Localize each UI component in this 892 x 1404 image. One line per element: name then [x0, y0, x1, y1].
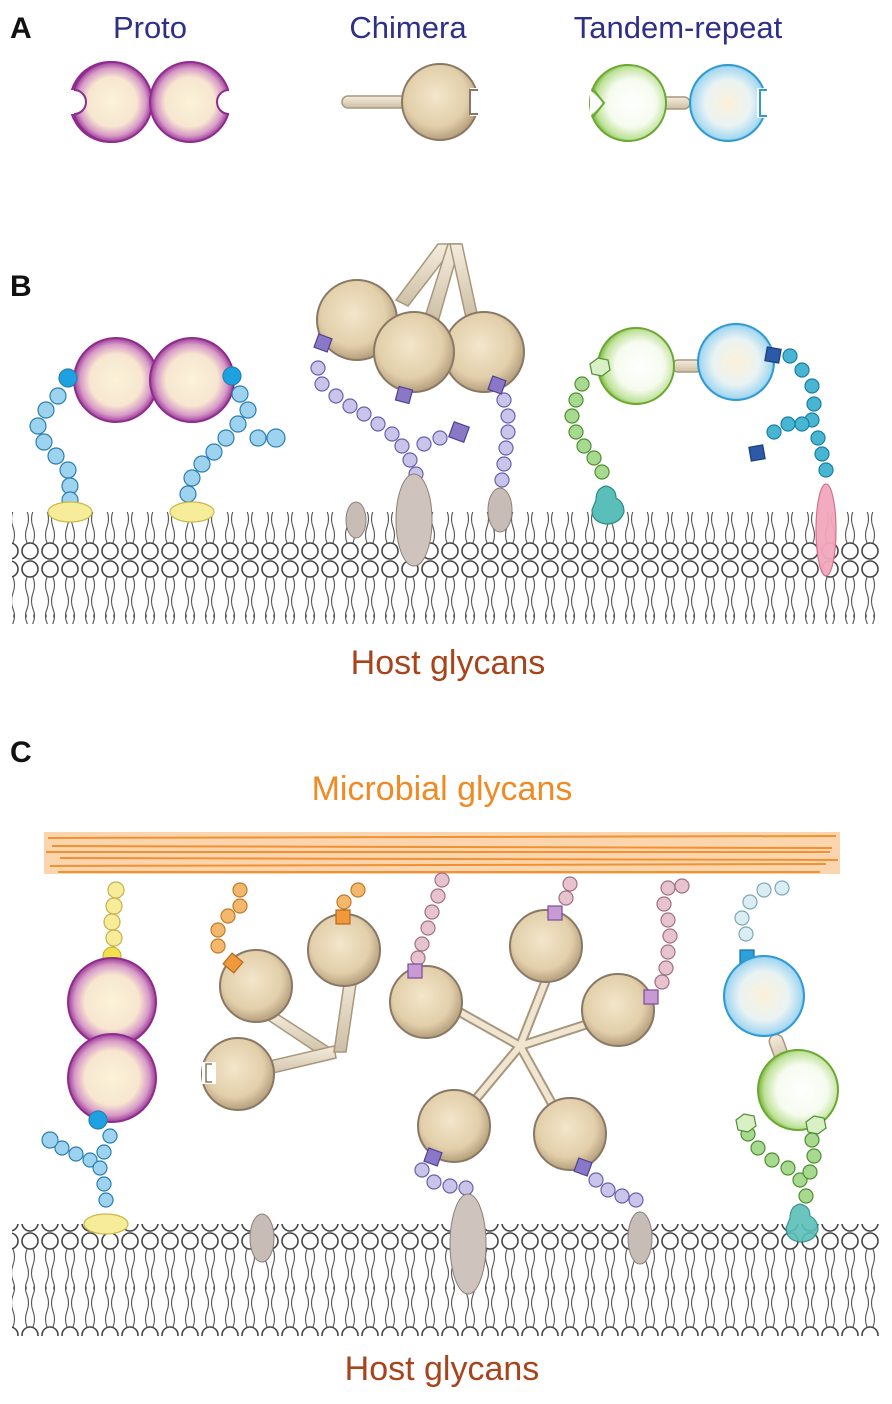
host-glycans-label-b: Host glycans	[351, 644, 546, 682]
microbial-glycan-layer	[44, 832, 840, 874]
microbial-glycans-label: Microbial glycans	[312, 770, 573, 808]
tandem-galectin-b	[564, 323, 837, 577]
proto-type-label: Proto	[113, 10, 187, 45]
tandem-type-label: Tandem-repeat	[574, 10, 783, 45]
tandem-galectin-a	[589, 64, 771, 142]
chimera-galectin-a	[341, 63, 486, 141]
chimera-pentamer-c	[249, 872, 690, 1295]
host-glycans-label-c: Host glycans	[345, 1350, 540, 1388]
panel-label-b: B	[10, 270, 32, 303]
chimera-trimer-c	[201, 882, 381, 1111]
proto-galectin-a	[62, 60, 241, 143]
chimera-type-label: Chimera	[349, 10, 467, 45]
lipid-bilayer-b	[12, 512, 880, 624]
panel-label-a: A	[10, 12, 32, 45]
tandem-galectin-c	[723, 880, 839, 1243]
proto-galectin-b	[29, 337, 286, 523]
proto-galectin-c	[41, 881, 157, 1235]
panel-label-c: C	[10, 736, 32, 769]
lipid-bilayer-c	[12, 1224, 880, 1336]
chimera-oligomer-b	[310, 243, 525, 567]
